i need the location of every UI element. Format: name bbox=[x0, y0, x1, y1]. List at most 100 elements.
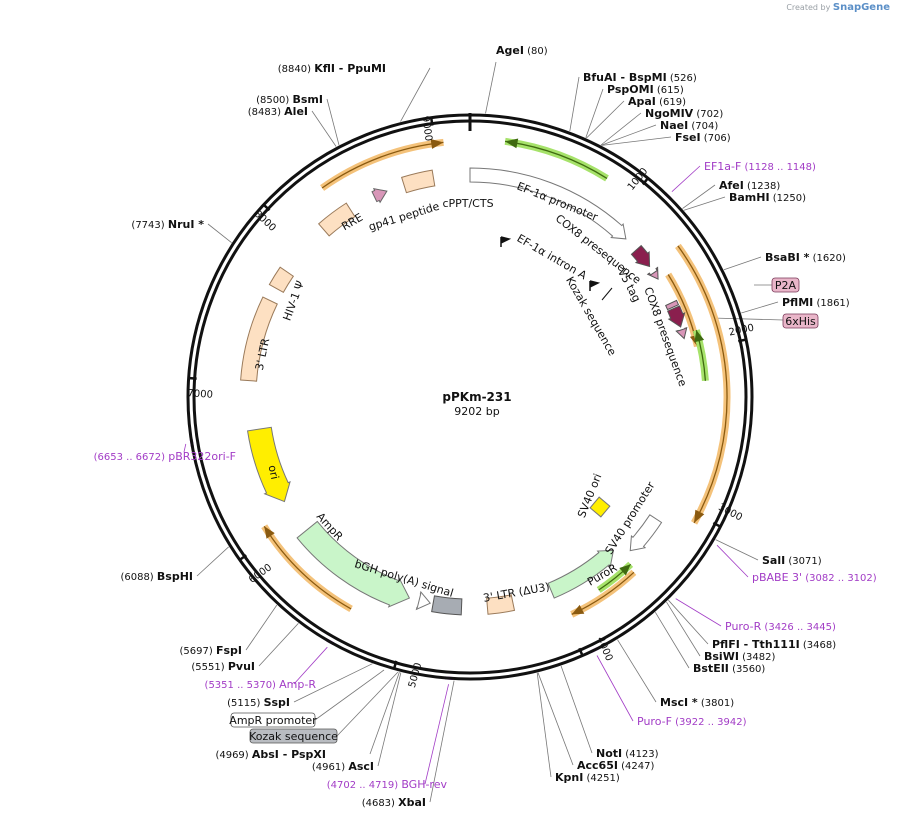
site-line-5 bbox=[601, 124, 657, 146]
site-pos-11: (3071) bbox=[785, 556, 822, 567]
site-pos-24: (5697) bbox=[180, 646, 216, 657]
orf-right-outer-arrowhead bbox=[694, 509, 705, 523]
site-label-4: NgoMIV (702) bbox=[645, 107, 723, 120]
site-name-9: BsaBI * bbox=[765, 251, 810, 264]
boxed-feature-3: Kozak sequence bbox=[249, 730, 338, 743]
site-name-14: BstEII bbox=[693, 662, 729, 675]
ef1a-promoter-arrow bbox=[469, 167, 627, 240]
primer-label-3: Puro-F (3922 .. 3942) bbox=[637, 715, 747, 728]
ampr-arrow bbox=[296, 520, 411, 608]
site-pos-25: (6088) bbox=[120, 572, 156, 583]
orf-top-green-arrowhead bbox=[505, 138, 519, 149]
site-name-2: PspOMI bbox=[607, 83, 654, 96]
site-label-25: (6088) BspHI bbox=[120, 570, 193, 583]
site-line-8 bbox=[683, 196, 726, 211]
credit-prefix: Created by bbox=[786, 3, 831, 12]
orf-bottom-right-arrowhead bbox=[571, 604, 585, 615]
site-name-22: SspI bbox=[264, 696, 290, 709]
site-name2-29: - PpuMI bbox=[335, 62, 386, 75]
site-pos-10: (1861) bbox=[813, 298, 850, 309]
tick-mark-8000 bbox=[262, 203, 271, 212]
primer-name-4: BGH-rev bbox=[401, 778, 447, 791]
site-line-18 bbox=[536, 672, 552, 778]
his-leader bbox=[711, 317, 784, 321]
cppt-cts-box bbox=[401, 169, 436, 194]
site-pos-29: (8840) bbox=[278, 64, 314, 75]
site-pos-1: (526) bbox=[667, 73, 697, 84]
site-line-16 bbox=[560, 665, 593, 754]
primer-label-5: (5351 .. 5370) Amp-R bbox=[205, 678, 317, 691]
feature-label-cppt: cPPT/CTS bbox=[442, 197, 493, 210]
primer-range-2: (3426 .. 3445) bbox=[761, 622, 836, 633]
orf-right-green-arrowhead bbox=[694, 330, 705, 343]
site-pos-3: (619) bbox=[656, 97, 686, 108]
site-name-25: BspHI bbox=[157, 570, 193, 583]
site-name-3: ApaI bbox=[628, 95, 656, 108]
ampr-promoter-arrow bbox=[415, 590, 432, 611]
site-label-21: (4969) AbsI - PspXI bbox=[215, 748, 326, 761]
site-name-5: NaeI bbox=[660, 119, 688, 132]
site-name-10: PflMI bbox=[782, 296, 813, 309]
site-name-8: BamHI bbox=[729, 191, 770, 204]
orf-top-left-line bbox=[321, 141, 444, 189]
site-label-5: NaeI (704) bbox=[660, 119, 718, 132]
rre-box bbox=[317, 202, 356, 237]
site-line-12 bbox=[668, 599, 709, 645]
site-label-15: MscI * (3801) bbox=[660, 696, 734, 709]
orf-bottom-left-line bbox=[263, 525, 352, 610]
site-name-7: AfeI bbox=[719, 179, 744, 192]
primer-range-5: (5351 .. 5370) bbox=[205, 680, 280, 691]
primer-line-6 bbox=[183, 443, 187, 453]
site-pos-15: (3801) bbox=[698, 698, 735, 709]
sv40-ori-box bbox=[589, 496, 611, 518]
primer-line-5 bbox=[293, 646, 328, 685]
primer-range-3: (3922 .. 3942) bbox=[672, 717, 747, 728]
cox8-presequence-1-arrow bbox=[630, 244, 651, 268]
site-name2-1: - BspMI bbox=[617, 71, 667, 84]
snapgene-logo: SnapGene bbox=[832, 2, 890, 13]
site-line-27 bbox=[311, 110, 337, 147]
kozak-flag bbox=[589, 280, 601, 291]
site-name-21: AbsI bbox=[252, 748, 279, 761]
plasmid-name: pPKm-231 bbox=[442, 390, 511, 404]
primer-line-1 bbox=[716, 544, 749, 578]
site-line-10 bbox=[741, 301, 779, 314]
site-name-15: MscI * bbox=[660, 696, 698, 709]
site-line-13 bbox=[666, 601, 701, 657]
site-label-0: AgeI (80) bbox=[496, 44, 548, 57]
site-line-2 bbox=[585, 88, 604, 138]
site-label-3: ApaI (619) bbox=[628, 95, 686, 108]
site-line-21 bbox=[369, 671, 400, 755]
site-name-23: PvuI bbox=[228, 660, 255, 673]
v5-tag-arrow bbox=[646, 266, 659, 280]
site-line-0 bbox=[485, 61, 497, 114]
primer-range-4: (4702 .. 4719) bbox=[327, 780, 402, 791]
site-pos-26: (7743) bbox=[131, 220, 167, 231]
site-pos-6: (706) bbox=[701, 133, 731, 144]
boxed-feature-bg-0 bbox=[771, 277, 800, 293]
site-name-20: AscI bbox=[348, 760, 374, 773]
site-pos-5: (704) bbox=[688, 121, 718, 132]
p2a-box bbox=[665, 299, 680, 311]
his-tag-arrow bbox=[675, 327, 688, 340]
tick-label-7000: 7000 bbox=[187, 388, 213, 401]
site-name-1: BfuAI bbox=[583, 71, 617, 84]
site-label-28: (8500) BsmI bbox=[256, 93, 323, 106]
site-line-9 bbox=[723, 256, 762, 271]
boxed-feature-bg-2 bbox=[230, 712, 316, 728]
tick-mark-4000 bbox=[578, 647, 585, 658]
site-leader-lines bbox=[196, 61, 784, 803]
site-name-18: KpnI bbox=[555, 771, 583, 784]
feature-label-gp41: gp41 peptide bbox=[367, 200, 441, 234]
boxed-feature-1: 6xHis bbox=[785, 315, 816, 328]
primer-line-0 bbox=[671, 165, 701, 192]
site-label-6: FseI (706) bbox=[675, 131, 731, 144]
site-label-7: AfeI (1238) bbox=[719, 179, 780, 192]
site-pos-9: (1620) bbox=[809, 253, 846, 264]
primer-line-3 bbox=[596, 655, 634, 722]
puror-arrow bbox=[547, 549, 615, 599]
site-label-18: KpnI (4251) bbox=[555, 771, 620, 784]
site-line-1 bbox=[569, 76, 580, 132]
